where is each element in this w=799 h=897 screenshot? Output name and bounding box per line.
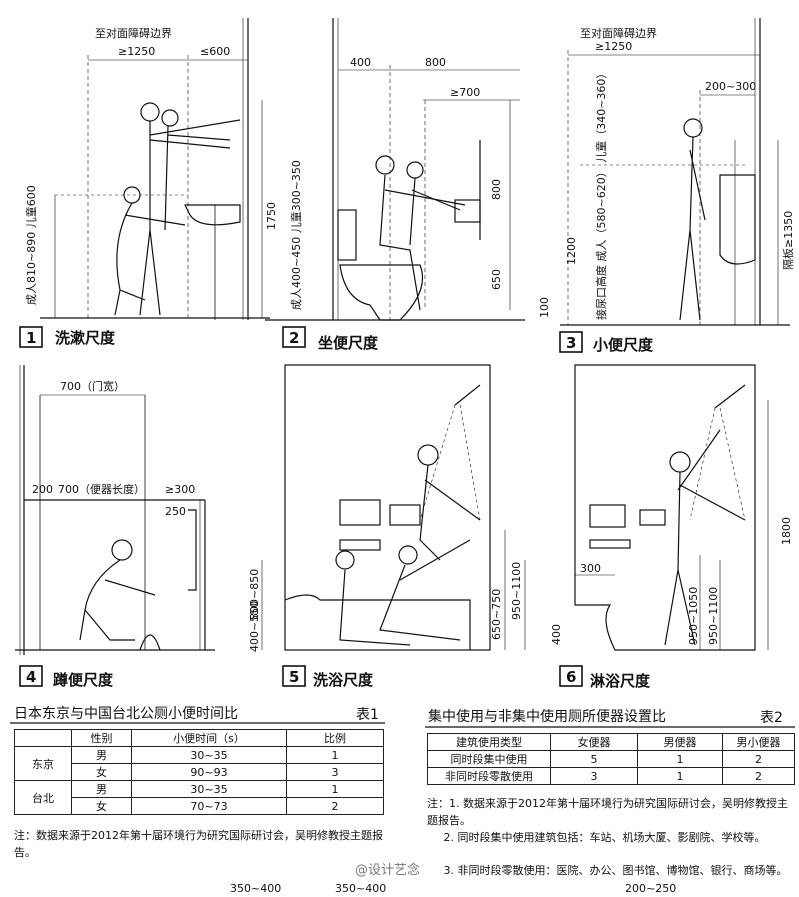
d4-w1: 700（便器长度） bbox=[58, 482, 145, 496]
diagram-5-bathtub bbox=[261, 364, 526, 651]
d5-h4: 950~1100 bbox=[510, 562, 523, 620]
d2-w2: 800 bbox=[425, 56, 446, 69]
d5-h3: 650~750 bbox=[490, 589, 503, 640]
label-4: 4 蹲便尺度 bbox=[19, 665, 114, 689]
table-row: 台北 男 30~35 1 bbox=[14, 780, 384, 815]
d2-w1: 400 bbox=[350, 56, 371, 69]
table-row: 同时段集中使用 5 1 2 bbox=[427, 750, 795, 768]
d4-door: 700（门宽） bbox=[60, 379, 125, 393]
table2-title: 集中使用与非集中使用厕所便器设置比 bbox=[428, 709, 666, 725]
diagram-3-urinal bbox=[560, 18, 790, 326]
svg-text:4: 4 bbox=[26, 668, 36, 686]
d1-v-label: 成人810~890 儿童600 bbox=[24, 185, 38, 305]
d1-w2: ≤600 bbox=[200, 45, 230, 58]
d2-h1: 800 bbox=[490, 179, 503, 200]
svg-text:蹲便尺度: 蹲便尺度 bbox=[53, 671, 114, 689]
d4-w2: ≥300 bbox=[165, 483, 195, 496]
d5-h1: 800~850 bbox=[248, 569, 261, 620]
d4-w3: 250 bbox=[165, 505, 186, 518]
d6-h4: 1800 bbox=[780, 517, 793, 545]
svg-text:3: 3 bbox=[566, 334, 576, 352]
d2-h3: 100 bbox=[538, 297, 551, 318]
table1-header: 性别 小便时间（s） 比例 bbox=[14, 729, 384, 747]
svg-text:洗浴尺度: 洗浴尺度 bbox=[313, 671, 374, 689]
d2-v-label: 成人400~450 儿童300~350 bbox=[289, 160, 303, 310]
table1-number: 表1 bbox=[356, 707, 379, 723]
table-row: 东京 男 30~35 1 bbox=[14, 746, 384, 781]
table2-header: 建筑使用类型 女便器 男便器 男小便器 bbox=[427, 733, 795, 751]
table2-note-2: 2. 同时段集中使用建筑包括：车站、机场大厦、影剧院、学校等。 bbox=[443, 831, 766, 844]
d1-h1: 1750 bbox=[265, 202, 278, 230]
d6-h2: 950~1050 bbox=[687, 587, 700, 645]
diagram-6-shower bbox=[574, 364, 769, 651]
svg-text:6: 6 bbox=[566, 668, 576, 686]
table-row: 女 70~73 2 bbox=[15, 797, 384, 815]
d1-w1: ≥1250 bbox=[118, 45, 155, 58]
d6-w1: 300 bbox=[580, 562, 601, 575]
d2-w3: ≥700 bbox=[450, 86, 480, 99]
d3-to-edge: 至对面障碍边界 bbox=[580, 26, 657, 40]
diagram-2-toilet bbox=[265, 18, 525, 321]
d2-h2: 650 bbox=[490, 269, 503, 290]
table2-note-3: 3. 非同时段零散使用：医院、办公、图书馆、博物馆、银行、商场等。 bbox=[443, 864, 788, 877]
d3-v-label: 接尿口高度 成人（580~620） 儿童（340~360） bbox=[594, 68, 608, 320]
d3-h1: 1200 bbox=[565, 237, 578, 265]
table1: 性别 小便时间（s） 比例 东京 男 30~35 1 女 90~93 3 台北 … bbox=[14, 729, 384, 815]
d6-h3: 950~1100 bbox=[707, 587, 720, 645]
label-5: 5 洗浴尺度 bbox=[282, 665, 374, 689]
table2: 建筑使用类型 女便器 男便器 男小便器 同时段集中使用 5 1 2 非同时段零散… bbox=[427, 733, 795, 785]
d3-h2: 隔板≥1350 bbox=[781, 211, 795, 270]
table1-title: 日本东京与中国台北公厕小便时间比 bbox=[14, 706, 238, 722]
watermark: @设计艺念 bbox=[355, 863, 421, 878]
svg-text:坐便尺度: 坐便尺度 bbox=[318, 334, 379, 352]
footer-dim-2: 350~400 bbox=[335, 882, 387, 895]
label-1: 1 洗漱尺度 bbox=[19, 326, 116, 348]
d6-h1: 400 bbox=[550, 624, 563, 645]
table2-number: 表2 bbox=[760, 710, 783, 726]
diagram-4-squat-toilet bbox=[15, 365, 215, 655]
d3-w1: ≥1250 bbox=[595, 40, 632, 53]
svg-text:1: 1 bbox=[26, 329, 36, 347]
svg-text:2: 2 bbox=[289, 329, 299, 347]
svg-text:小便尺度: 小便尺度 bbox=[593, 336, 654, 354]
d4-w0: 200 bbox=[32, 483, 53, 496]
footer-dim-3: 200~250 bbox=[625, 882, 677, 895]
label-6: 6 淋浴尺度 bbox=[559, 665, 651, 690]
svg-text:淋浴尺度: 淋浴尺度 bbox=[590, 672, 651, 690]
table-row: 非同时段零散使用 3 1 2 bbox=[427, 767, 795, 785]
d5-h2: 400~550 bbox=[248, 601, 261, 652]
table1-note: 注：数据来源于2012年第十届环境行为研究国际研讨会，吴明修教授主题报告。 bbox=[14, 829, 383, 859]
footer-dim-1: 350~400 bbox=[230, 882, 282, 895]
diagram-1-washing bbox=[40, 18, 270, 320]
label-2: 2 坐便尺度 bbox=[282, 326, 379, 352]
d3-w2: 200~300 bbox=[705, 80, 756, 93]
label-3: 3 小便尺度 bbox=[559, 331, 654, 354]
svg-text:洗漱尺度: 洗漱尺度 bbox=[55, 329, 116, 347]
table2-note-1: 注：1. 数据来源于2012年第十届环境行为研究国际研讨会，吴明修教授主题报告。 bbox=[427, 797, 788, 827]
d1-to-edge: 至对面障碍边界 bbox=[95, 26, 172, 40]
svg-text:5: 5 bbox=[289, 668, 299, 686]
